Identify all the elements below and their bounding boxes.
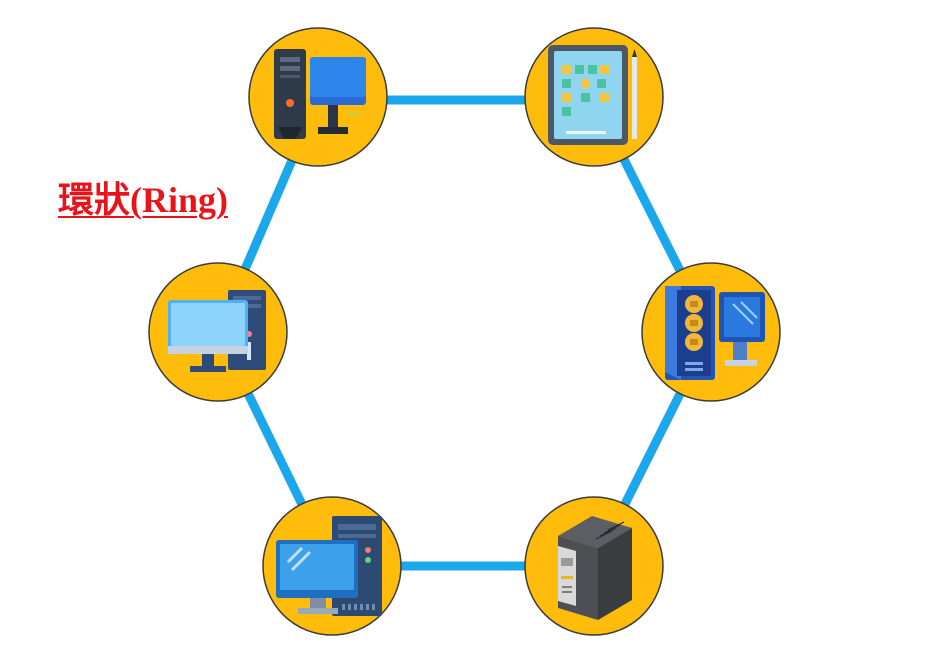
diagram-title: 環狀(Ring) xyxy=(58,180,228,220)
node-all-in-one-pc xyxy=(148,262,288,402)
tablet-icon xyxy=(548,45,637,145)
node-server-tower xyxy=(524,496,664,636)
workstation-icon xyxy=(276,516,382,616)
pc-monitor-icon xyxy=(168,290,266,372)
desktop-computer-icon xyxy=(274,49,366,139)
node-workstation xyxy=(262,496,402,636)
ring-links xyxy=(213,95,716,571)
node-desktop-tower-monitor xyxy=(248,27,388,167)
node-tablet xyxy=(524,27,664,167)
server-tower-icon xyxy=(558,516,632,620)
node-gaming-pc xyxy=(641,262,781,402)
gaming-pc-icon xyxy=(665,286,765,380)
